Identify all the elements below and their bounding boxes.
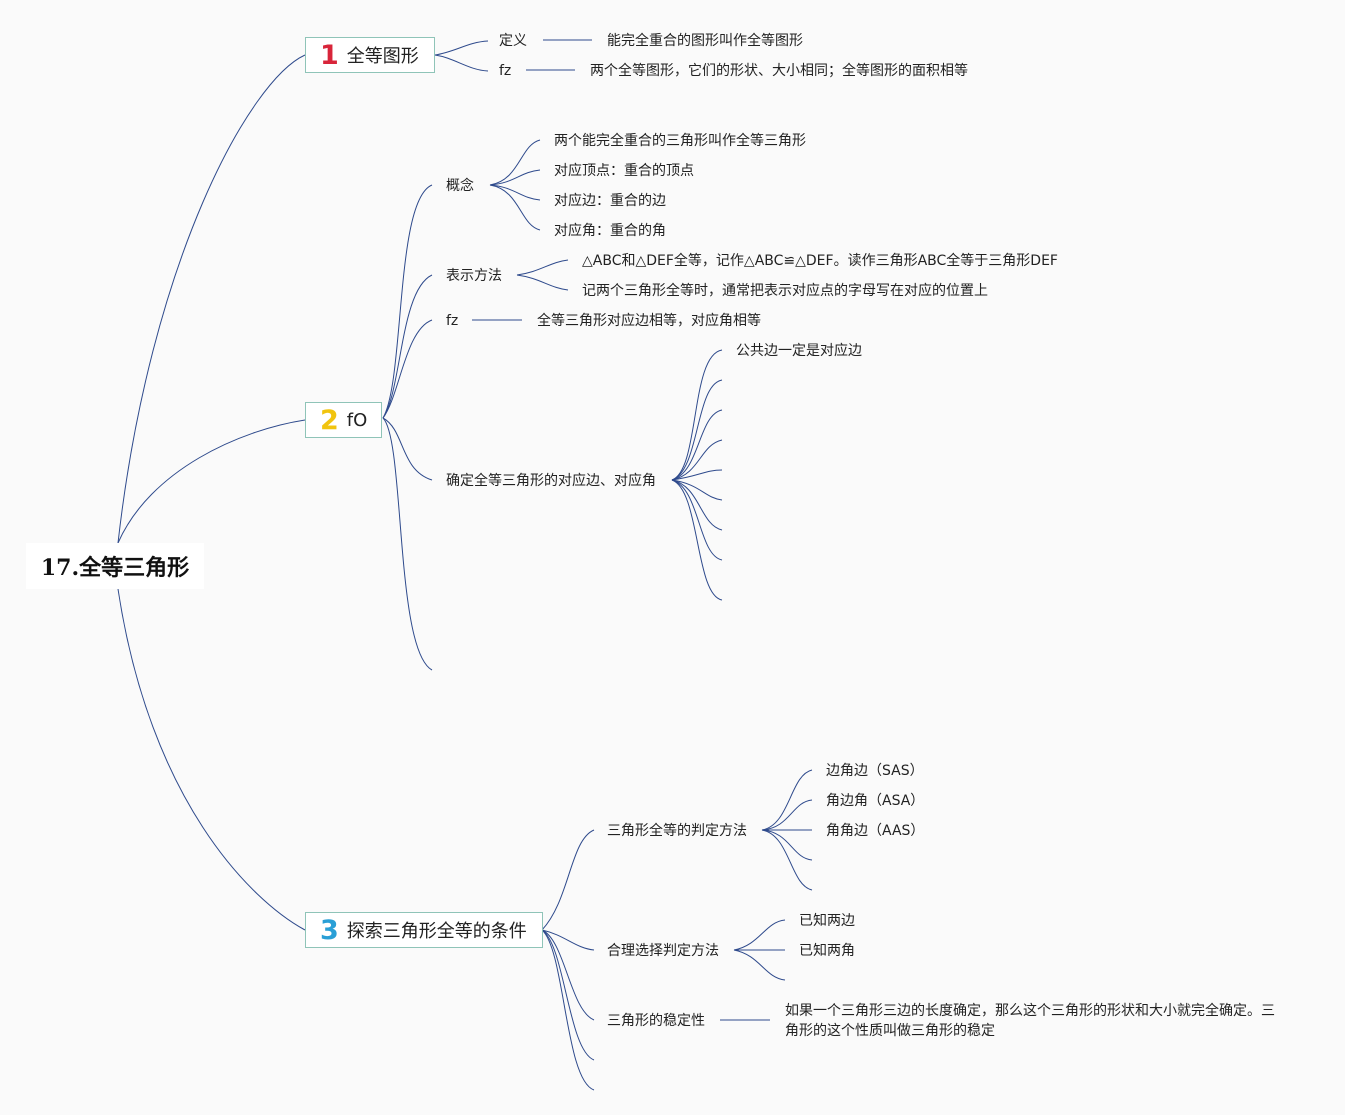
link-root-branch2 <box>117 419 306 544</box>
node-concept-item[interactable]: 对应角：重合的角 <box>554 223 666 239</box>
link-det-4 <box>671 439 723 481</box>
link-det-6 <box>671 479 723 501</box>
node-fz-text[interactable]: 两个全等图形，它们的形状、大小相同；全等图形的面积相等 <box>590 63 968 79</box>
node-determine-label[interactable]: 确定全等三角形的对应边、对应角 <box>446 473 656 489</box>
link-det-5 <box>671 469 723 481</box>
link-det-8 <box>671 479 723 561</box>
link-det-7 <box>671 479 723 531</box>
node-criteria-item[interactable]: 角边角（ASA） <box>826 793 925 809</box>
branch-title: 探索三角形全等的条件 <box>346 921 527 942</box>
node-notation-item[interactable]: △ABC和△DEF全等，记作△ABC≌△DEF。读作三角形ABC全等于三角形DE… <box>582 253 1058 269</box>
node-fz-label[interactable]: fz <box>499 63 512 79</box>
node-definition-text[interactable]: 能完全重合的图形叫作全等图形 <box>607 33 803 49</box>
link-b2-concept <box>382 184 433 419</box>
link-b2-empty <box>382 417 433 671</box>
node-criteria-item[interactable]: 边角边（SAS） <box>826 763 924 779</box>
node-criteria-item[interactable]: 角角边（AAS） <box>826 823 925 839</box>
link-b2-fz <box>382 319 433 419</box>
link-crit-2 <box>761 799 813 831</box>
number-badge-1: 1 <box>320 39 339 71</box>
link-choose-3 <box>733 949 786 981</box>
branch-node-1[interactable]: 1 全等图形 <box>305 37 435 73</box>
link-b1-definition <box>434 40 489 56</box>
link-det-1 <box>671 349 723 481</box>
node-choose-item[interactable]: 已知两边 <box>799 913 855 929</box>
link-crit-5 <box>761 829 813 891</box>
link-crit-1 <box>761 769 813 831</box>
link-b3-criteria <box>541 829 595 931</box>
link-det-2 <box>671 379 723 481</box>
node-concept-item[interactable]: 两个能完全重合的三角形叫作全等三角形 <box>554 133 806 149</box>
link-crit-4 <box>761 829 813 861</box>
branch-node-3[interactable]: 3 探索三角形全等的条件 <box>305 912 543 948</box>
node-choose-label[interactable]: 合理选择判定方法 <box>607 943 719 959</box>
node-concept-item[interactable]: 对应边：重合的边 <box>554 193 666 209</box>
node-fz-text[interactable]: 全等三角形对应边相等，对应角相等 <box>537 313 761 329</box>
node-criteria-label[interactable]: 三角形全等的判定方法 <box>607 823 747 839</box>
link-notation-2 <box>516 274 569 291</box>
node-concept-label[interactable]: 概念 <box>446 178 474 194</box>
link-b3-choose <box>541 929 595 951</box>
link-concept-4 <box>489 184 541 231</box>
branch-title: fO <box>346 409 368 431</box>
link-b3-empty1 <box>541 929 595 1061</box>
number-badge-2: 2 <box>320 404 339 436</box>
link-choose-1 <box>733 919 786 951</box>
node-notation-label[interactable]: 表示方法 <box>446 268 502 284</box>
link-concept-2 <box>489 169 541 186</box>
link-det-3 <box>671 409 723 481</box>
link-b3-empty2 <box>541 929 595 1091</box>
link-root-branch3 <box>117 588 306 931</box>
node-choose-item[interactable]: 已知两角 <box>799 943 855 959</box>
link-b1-fz <box>434 54 489 72</box>
node-determine-item[interactable]: 公共边一定是对应边 <box>736 343 862 359</box>
node-definition-label[interactable]: 定义 <box>499 33 527 49</box>
link-concept-1 <box>489 139 541 186</box>
branch-node-2[interactable]: 2 fO <box>305 402 382 438</box>
node-stability-text[interactable]: 如果一个三角形三边的长度确定，那么这个三角形的形状和大小就完全确定。三角形的这个… <box>785 1003 1275 1039</box>
link-concept-3 <box>489 184 541 201</box>
number-badge-3: 3 <box>320 914 339 946</box>
node-fz-label[interactable]: fz <box>446 313 459 329</box>
link-root-branch1 <box>117 54 306 544</box>
link-b2-determine <box>382 417 433 481</box>
node-concept-item[interactable]: 对应顶点：重合的顶点 <box>554 163 694 179</box>
link-b3-stability <box>541 929 595 1021</box>
link-b2-notation <box>382 274 433 419</box>
link-det-9 <box>671 479 723 601</box>
node-stability-label[interactable]: 三角形的稳定性 <box>607 1013 705 1029</box>
root-topic[interactable]: 17.全等三角形 <box>26 543 204 589</box>
branch-title: 全等图形 <box>346 46 419 67</box>
node-notation-item[interactable]: 记两个三角形全等时，通常把表示对应点的字母写在对应的位置上 <box>582 283 988 299</box>
link-notation-1 <box>516 259 569 276</box>
